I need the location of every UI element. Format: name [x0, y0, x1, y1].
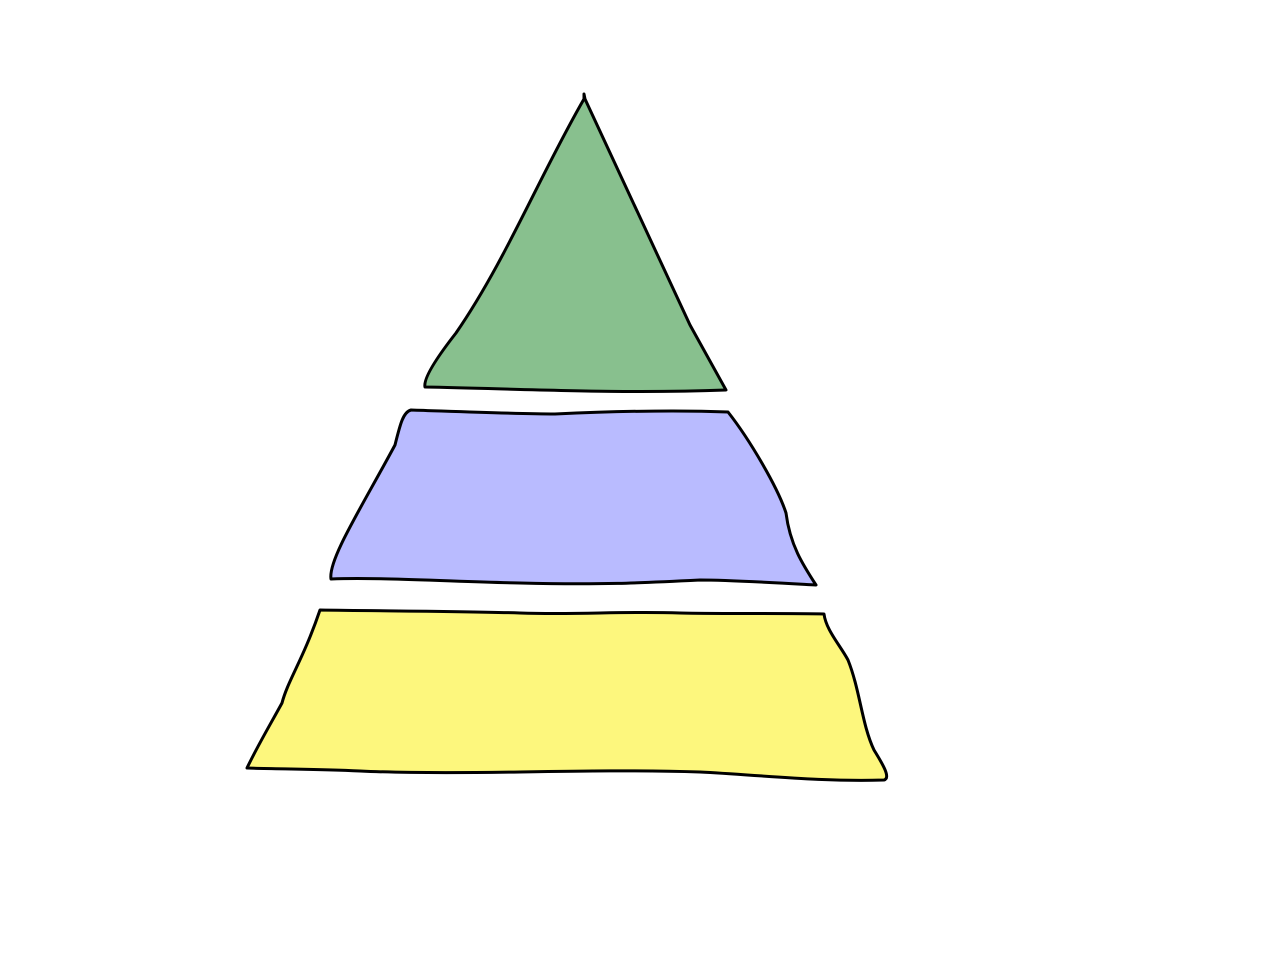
- pyramid-tier-middle: [329, 408, 818, 587]
- pyramid-tier-bottom: [245, 608, 889, 782]
- pyramid-tier-top: [423, 92, 728, 394]
